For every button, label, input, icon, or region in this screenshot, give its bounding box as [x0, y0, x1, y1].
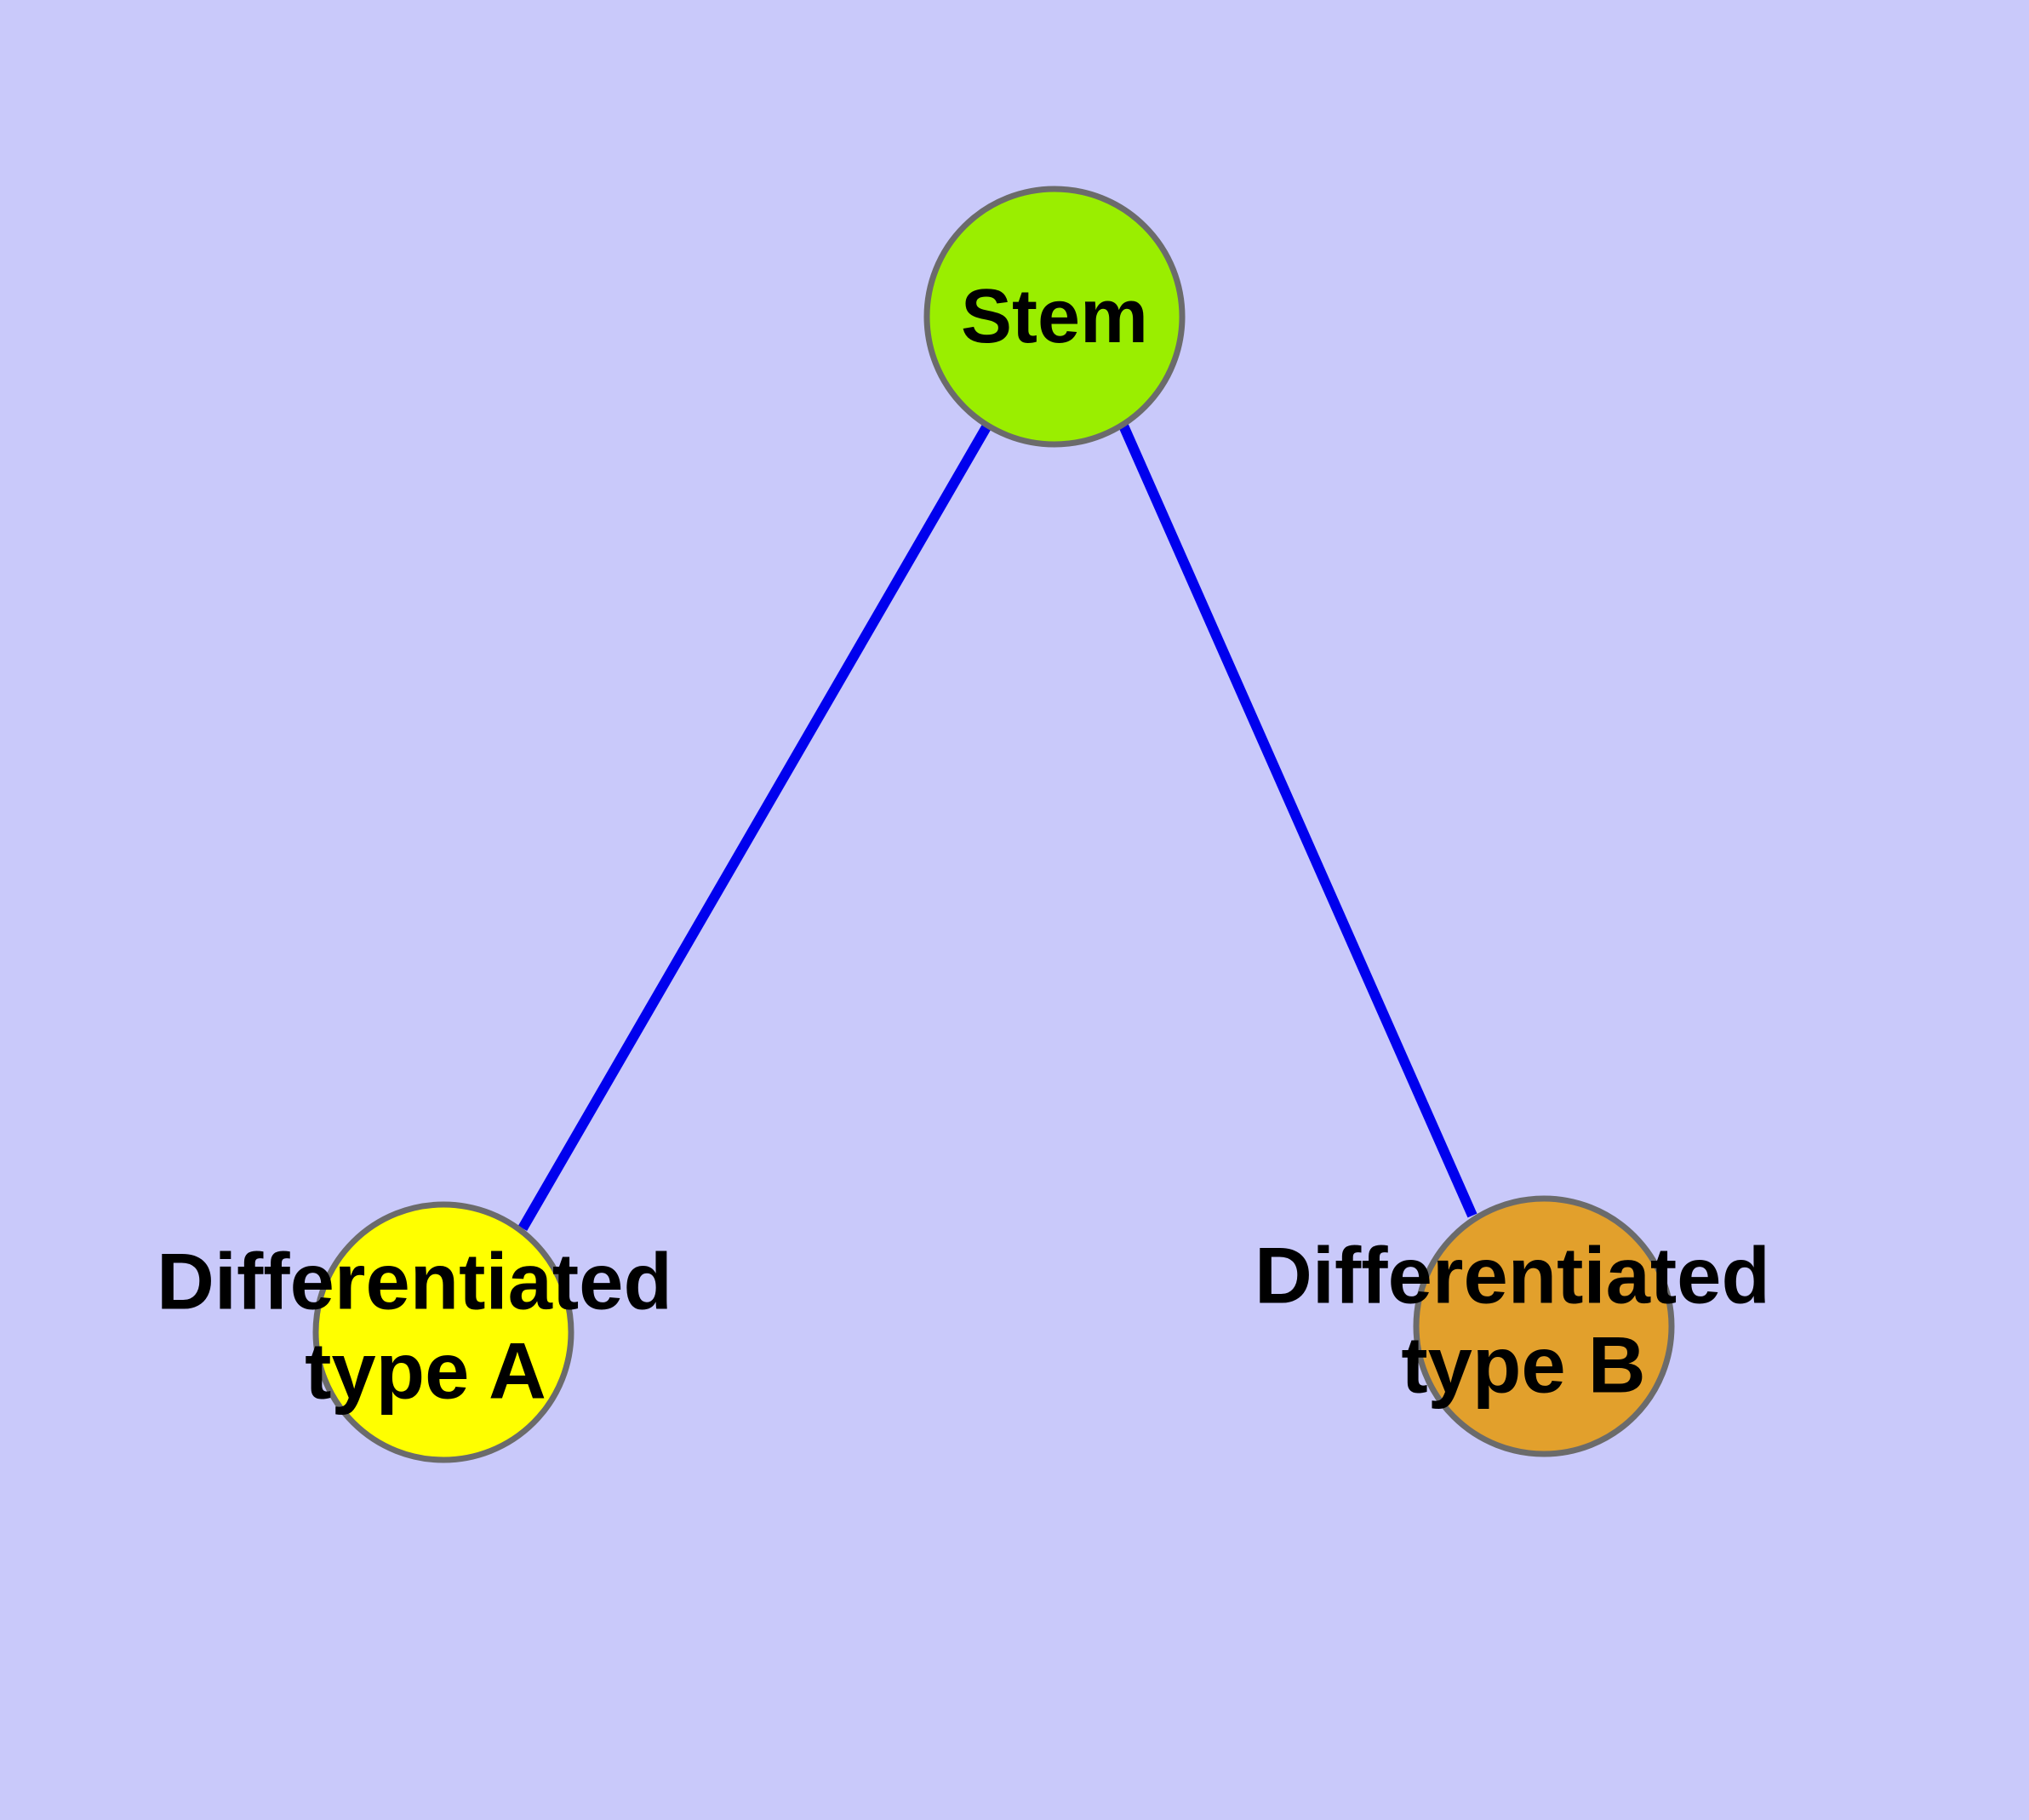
edge-stem-to-differentiated-type-a[interactable] — [517, 422, 992, 1232]
node-circle-differentiated-type-a[interactable] — [312, 1201, 574, 1463]
edge-stem-to-differentiated-type-b[interactable] — [1118, 423, 1477, 1218]
node-label-differentiated-type-a-line1: Differentiated — [157, 1236, 672, 1325]
node-stem[interactable]: Stem — [923, 186, 1186, 448]
node-label-differentiated-type-b: Differentiated type B — [1255, 1230, 1792, 1409]
node-label-differentiated-type-b-line1: Differentiated — [1255, 1230, 1770, 1319]
node-label-differentiated-type-a-line2: type A — [305, 1325, 546, 1415]
node-differentiated-type-a[interactable]: Differentiated type A — [157, 1201, 694, 1463]
edges-group — [517, 422, 1477, 1232]
node-circle-stem[interactable] — [923, 186, 1186, 448]
nodes-group: Stem Differentiated type A Differentiate… — [157, 186, 1792, 1463]
node-label-stem: Stem — [961, 274, 1148, 359]
node-circle-differentiated-type-b[interactable] — [1413, 1195, 1675, 1457]
node-label-differentiated-type-a: Differentiated type A — [157, 1236, 694, 1415]
node-differentiated-type-b[interactable]: Differentiated type B — [1255, 1195, 1792, 1457]
node-label-stem-line1: Stem — [961, 274, 1148, 359]
node-label-differentiated-type-b-line2: type B — [1401, 1319, 1645, 1409]
